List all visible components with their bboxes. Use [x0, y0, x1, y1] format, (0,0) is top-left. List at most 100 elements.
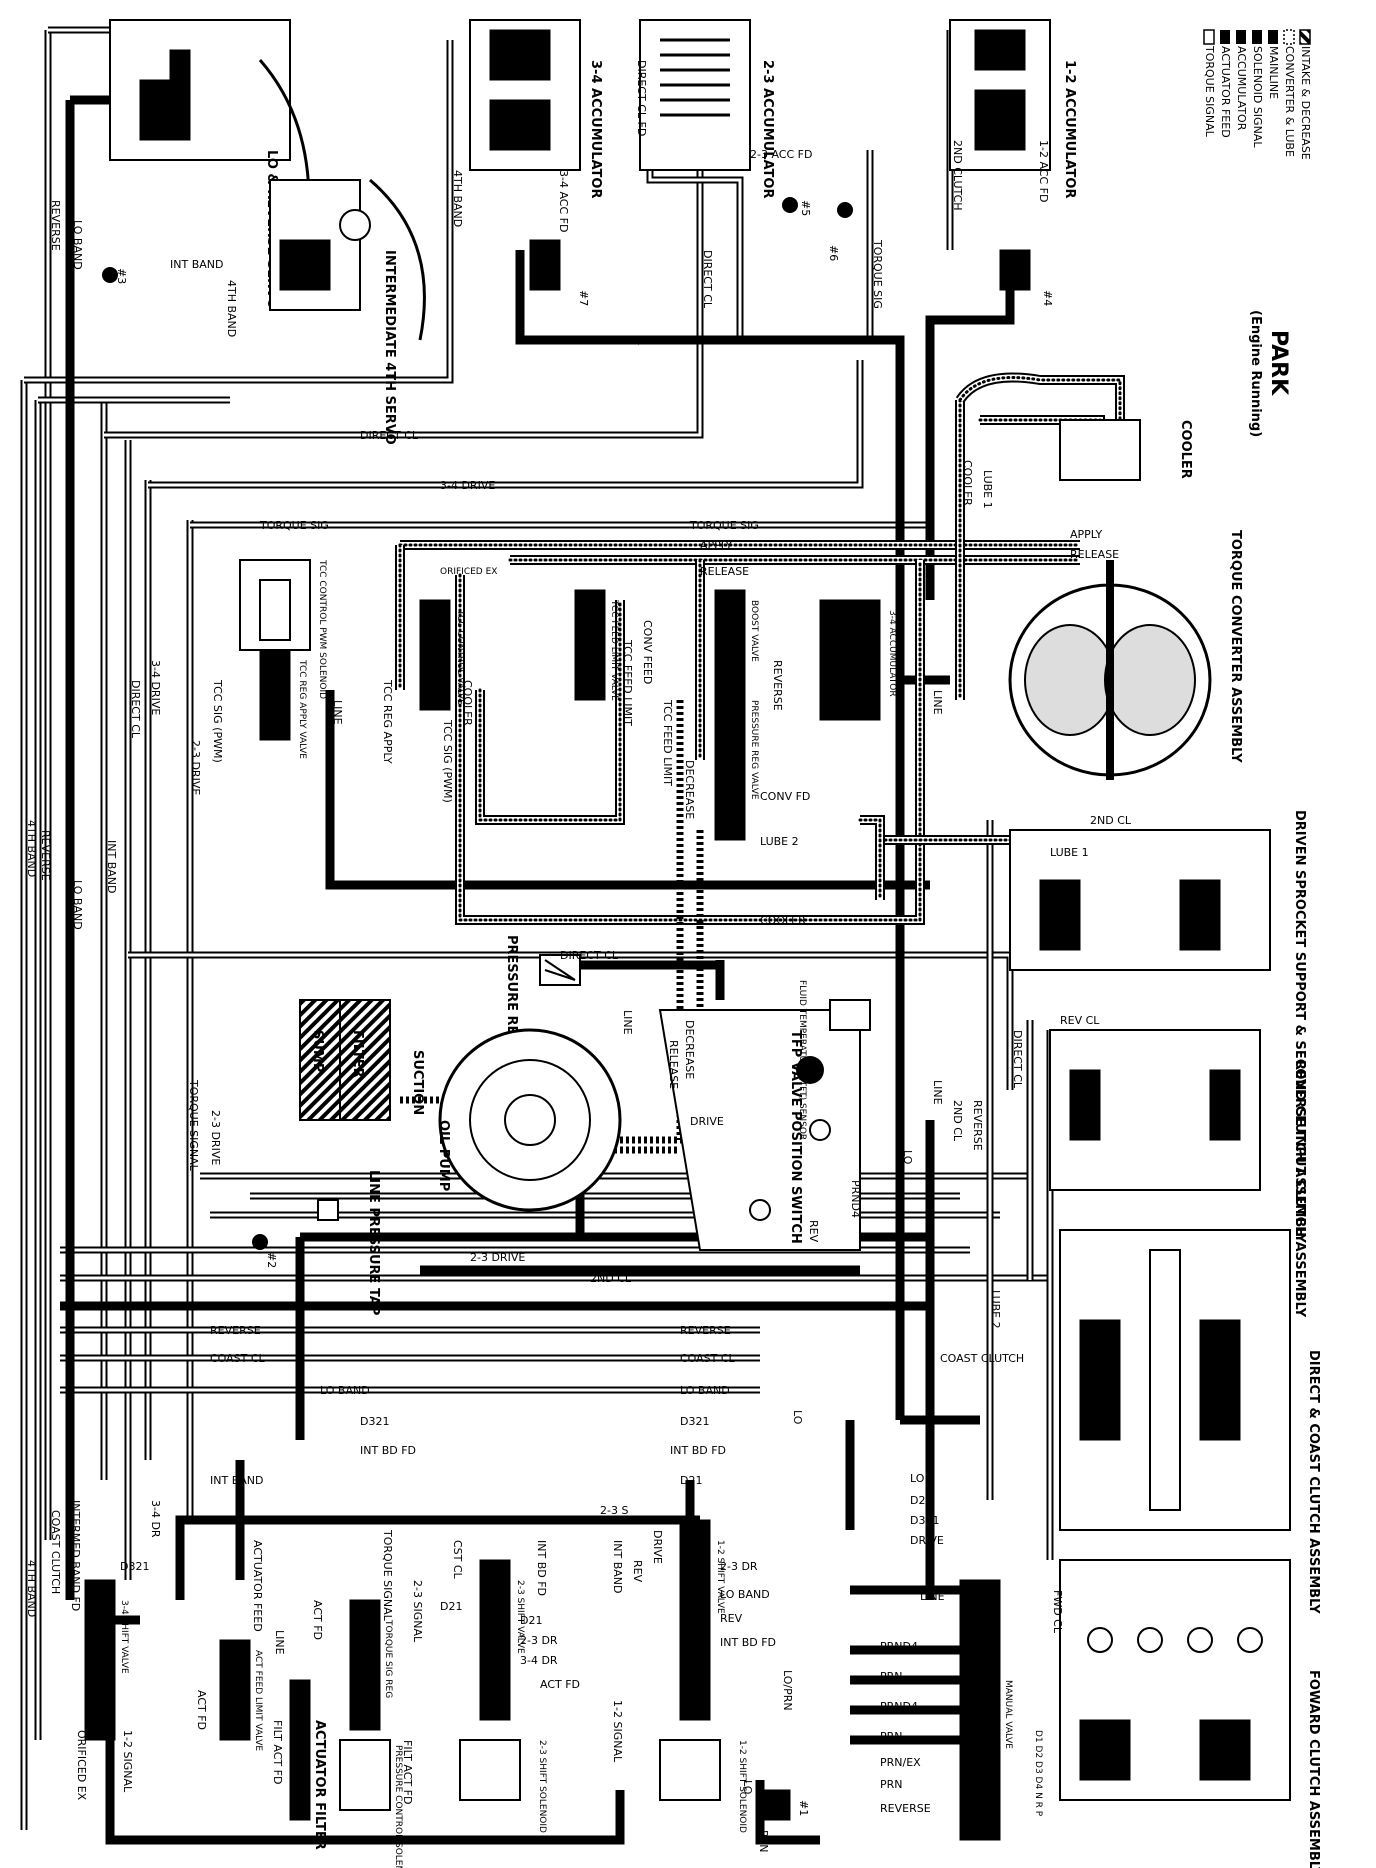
label-line-1: LINE — [520, 879, 545, 892]
label-tcc-reg-apply: TCC REG APPLY — [381, 679, 394, 764]
label-23-signal: 2-3 SIGNAL — [411, 1580, 424, 1643]
component-label: OIL PUMP — [436, 1120, 451, 1191]
label-prnd4-pump: PRND4 — [849, 1180, 862, 1218]
label-d21-sv2: D21 — [520, 1614, 542, 1627]
component-label: 3-4 SHIFT VALVE — [119, 1600, 129, 1674]
label-d321-2: D321 — [680, 1415, 709, 1428]
component-label: TCC FEED LIMIT VALVE — [609, 599, 619, 701]
label-reverse-vert-left: REVERSE — [39, 830, 52, 881]
component-label: 2-3 ACCUMULATOR — [760, 60, 775, 198]
label-rev-cl: REV CL — [1060, 1014, 1100, 1027]
svg-text:#6: #6 — [827, 245, 840, 261]
component-label: DIRECT & COAST CLUTCH ASSEMBLY — [1306, 1350, 1321, 1614]
label-int-band-vert: INT BAND — [105, 840, 118, 893]
legend-item-solenoid: SOLENOID SIGNAL — [1251, 30, 1264, 148]
label-4th-band: 4TH BAND — [225, 280, 238, 337]
accumulator-12: 1-2 ACCUMULATOR — [949, 19, 1077, 198]
label-int-band-sv: INT BAND — [611, 1540, 624, 1593]
label-cooler-mid: COOLER — [461, 680, 474, 726]
label-lo-band: LO BAND — [71, 220, 84, 270]
diagram-title: PARK — [1266, 330, 1291, 396]
direct-coast-clutch: DIRECT & COAST CLUTCH ASSEMBLY — [1059, 1229, 1321, 1614]
label-conv-fd: CONV FD — [760, 790, 810, 803]
component-label: DRIVEN SPROCKET SUPPORT & SECOND CLUTCH … — [1292, 810, 1307, 1243]
label-intermed-band-fd: INTERMED BAND FD — [69, 1500, 82, 1611]
label-int-bd-fd-sv: INT BD FD — [720, 1636, 776, 1649]
label-reverse-2: REVERSE — [680, 1324, 731, 1337]
label-d321-r: D321 — [910, 1514, 939, 1527]
label-4th-band-top: 4TH BAND — [451, 170, 464, 227]
label-2nd-clutch: 2ND CLUTCH — [951, 140, 964, 211]
accumulator-34-valve: 3-4 ACCUMULATOR — [819, 599, 897, 721]
shift-valve-12: 1-2 SHIFT VALVE 1-2 SHIFT SOLENOID — [659, 1519, 747, 1833]
tcc-reg-apply-valve: TCC REG APPLY VALVE — [259, 649, 307, 759]
component-label: 1-2 ACCUMULATOR — [1062, 60, 1077, 198]
label-rev-sv: REV — [720, 1612, 743, 1625]
label-direct-cl-vert: DIRECT CL — [129, 680, 142, 739]
component-label: 3-4 ACCUMULATOR — [588, 60, 603, 198]
label-prn-3: PRN — [880, 1778, 903, 1791]
legend-item-intake: INTAKE & DECREASE — [1299, 29, 1312, 160]
label-cst-cl: CST CL — [451, 1540, 464, 1580]
label-34-drive-bot: 3-4 DRIVE — [320, 1300, 375, 1313]
forward-clutch: FOWARD CLUTCH ASSEMBLY — [1059, 1559, 1321, 1868]
label-prnd4-2: PRND4 — [880, 1700, 918, 1713]
label-torque-signal-vert: TORQUE SIGNAL — [187, 1079, 200, 1172]
label-decrease-2: DECREASE — [683, 1020, 696, 1079]
checkball-2: #2 — [252, 1234, 278, 1268]
label-line-tcc-right: LINE — [931, 690, 944, 715]
label-line-manual: LINE — [920, 1590, 945, 1603]
label-lo-band-1: LO BAND — [320, 1384, 370, 1397]
label-reverse: REVERSE — [49, 200, 62, 251]
label-tcc-sig-pwm: TCC SIG (PWM) — [211, 679, 224, 763]
component-label: TORQUE CONVERTER ASSEMBLY — [1228, 530, 1243, 763]
label-torque-sig-right: TORQUE SIG — [689, 519, 759, 532]
label-23s: 2-3 S — [600, 1504, 628, 1517]
label-line-pump: LINE — [500, 1231, 525, 1244]
label-d21: D21 — [680, 1474, 702, 1487]
component-label: FOWARD CLUTCH ASSEMBLY — [1306, 1670, 1321, 1868]
cooler: COOLER — [1059, 419, 1193, 481]
intermediate-servo: INTERMEDIATE 4TH SERVO — [269, 178, 426, 445]
component-label: ACT FEED LIMIT VALVE — [253, 1650, 263, 1751]
label-34-acc-fd: 3-4 ACC FD — [557, 170, 570, 232]
label-23-acc-fd: 2-3 ACC FD — [750, 148, 812, 161]
actuator-filter: ACTUATOR FILTER — [289, 1679, 327, 1850]
legend-label: SOLENOID SIGNAL — [1251, 46, 1264, 148]
torque-converter: TORQUE CONVERTER ASSEMBLY — [1008, 530, 1243, 780]
label-coast-clutch-left: COAST CLUTCH — [49, 1510, 62, 1594]
filter-sump: FILTER SUMP SUCTION — [299, 999, 425, 1121]
label-lo-prn: LO/PRN — [781, 1670, 794, 1711]
svg-text:#3: #3 — [115, 268, 128, 284]
diagram-subtitle: (Engine Running) — [1248, 310, 1263, 437]
tcc-pwm-solenoid: TCC CONTROL PWM SOLENOID — [239, 559, 327, 699]
svg-text:#1: #1 — [797, 1800, 810, 1816]
label-actuator-feed: ACTUATOR FEED — [251, 1540, 264, 1632]
label-prn-1: PRN — [880, 1670, 903, 1683]
label-cooler-bottom: COOLER — [760, 914, 806, 927]
reverse-input-clutch: REVERSE INPUT CLUTCH ASSEMBLY — [1049, 1029, 1307, 1318]
label-2nd-cl-bot: 2ND CL — [590, 1272, 632, 1285]
label-filt-act-fd-2: FILT ACT FD — [401, 1740, 414, 1804]
label-act-fd-2: ACT FD — [195, 1690, 208, 1730]
label-decrease: DECREASE — [683, 760, 696, 819]
label-reverse-vert: REVERSE — [971, 1100, 984, 1151]
checkball-6: #6 — [827, 202, 853, 261]
svg-text:#7: #7 — [577, 290, 590, 306]
label-lube-2: LUBE 2 — [760, 835, 799, 848]
label-int-bd-fd-vert: INT BD FD — [535, 1540, 548, 1596]
component-label: 2-3 SHIFT VALVE — [515, 1580, 525, 1654]
label-4th-band-left: 4TH BAND — [25, 1560, 38, 1617]
label-34-drive-vert: 3-4 DRIVE — [149, 660, 162, 715]
label-release: RELEASE — [700, 565, 749, 578]
label-dr: DRIVE — [651, 1530, 664, 1564]
label-23-dr-sv: 2-3 DR — [720, 1560, 758, 1573]
label-line-right: LINE — [931, 1080, 944, 1105]
legend-label: CONVERTER & LUBE — [1283, 46, 1296, 157]
legend-item-torque: TORQUE SIGNAL — [1203, 29, 1216, 138]
label-int-bd-fd-1: INT BD FD — [360, 1444, 416, 1457]
label-lo-vert: LO — [791, 1410, 804, 1425]
label-tcc-feed-limit: TCC FEED LIMIT — [621, 639, 634, 726]
label-lo-band-vert: LO BAND — [71, 880, 84, 930]
driven-sprocket: DRIVEN SPROCKET SUPPORT & SECOND CLUTCH … — [1009, 810, 1307, 1243]
